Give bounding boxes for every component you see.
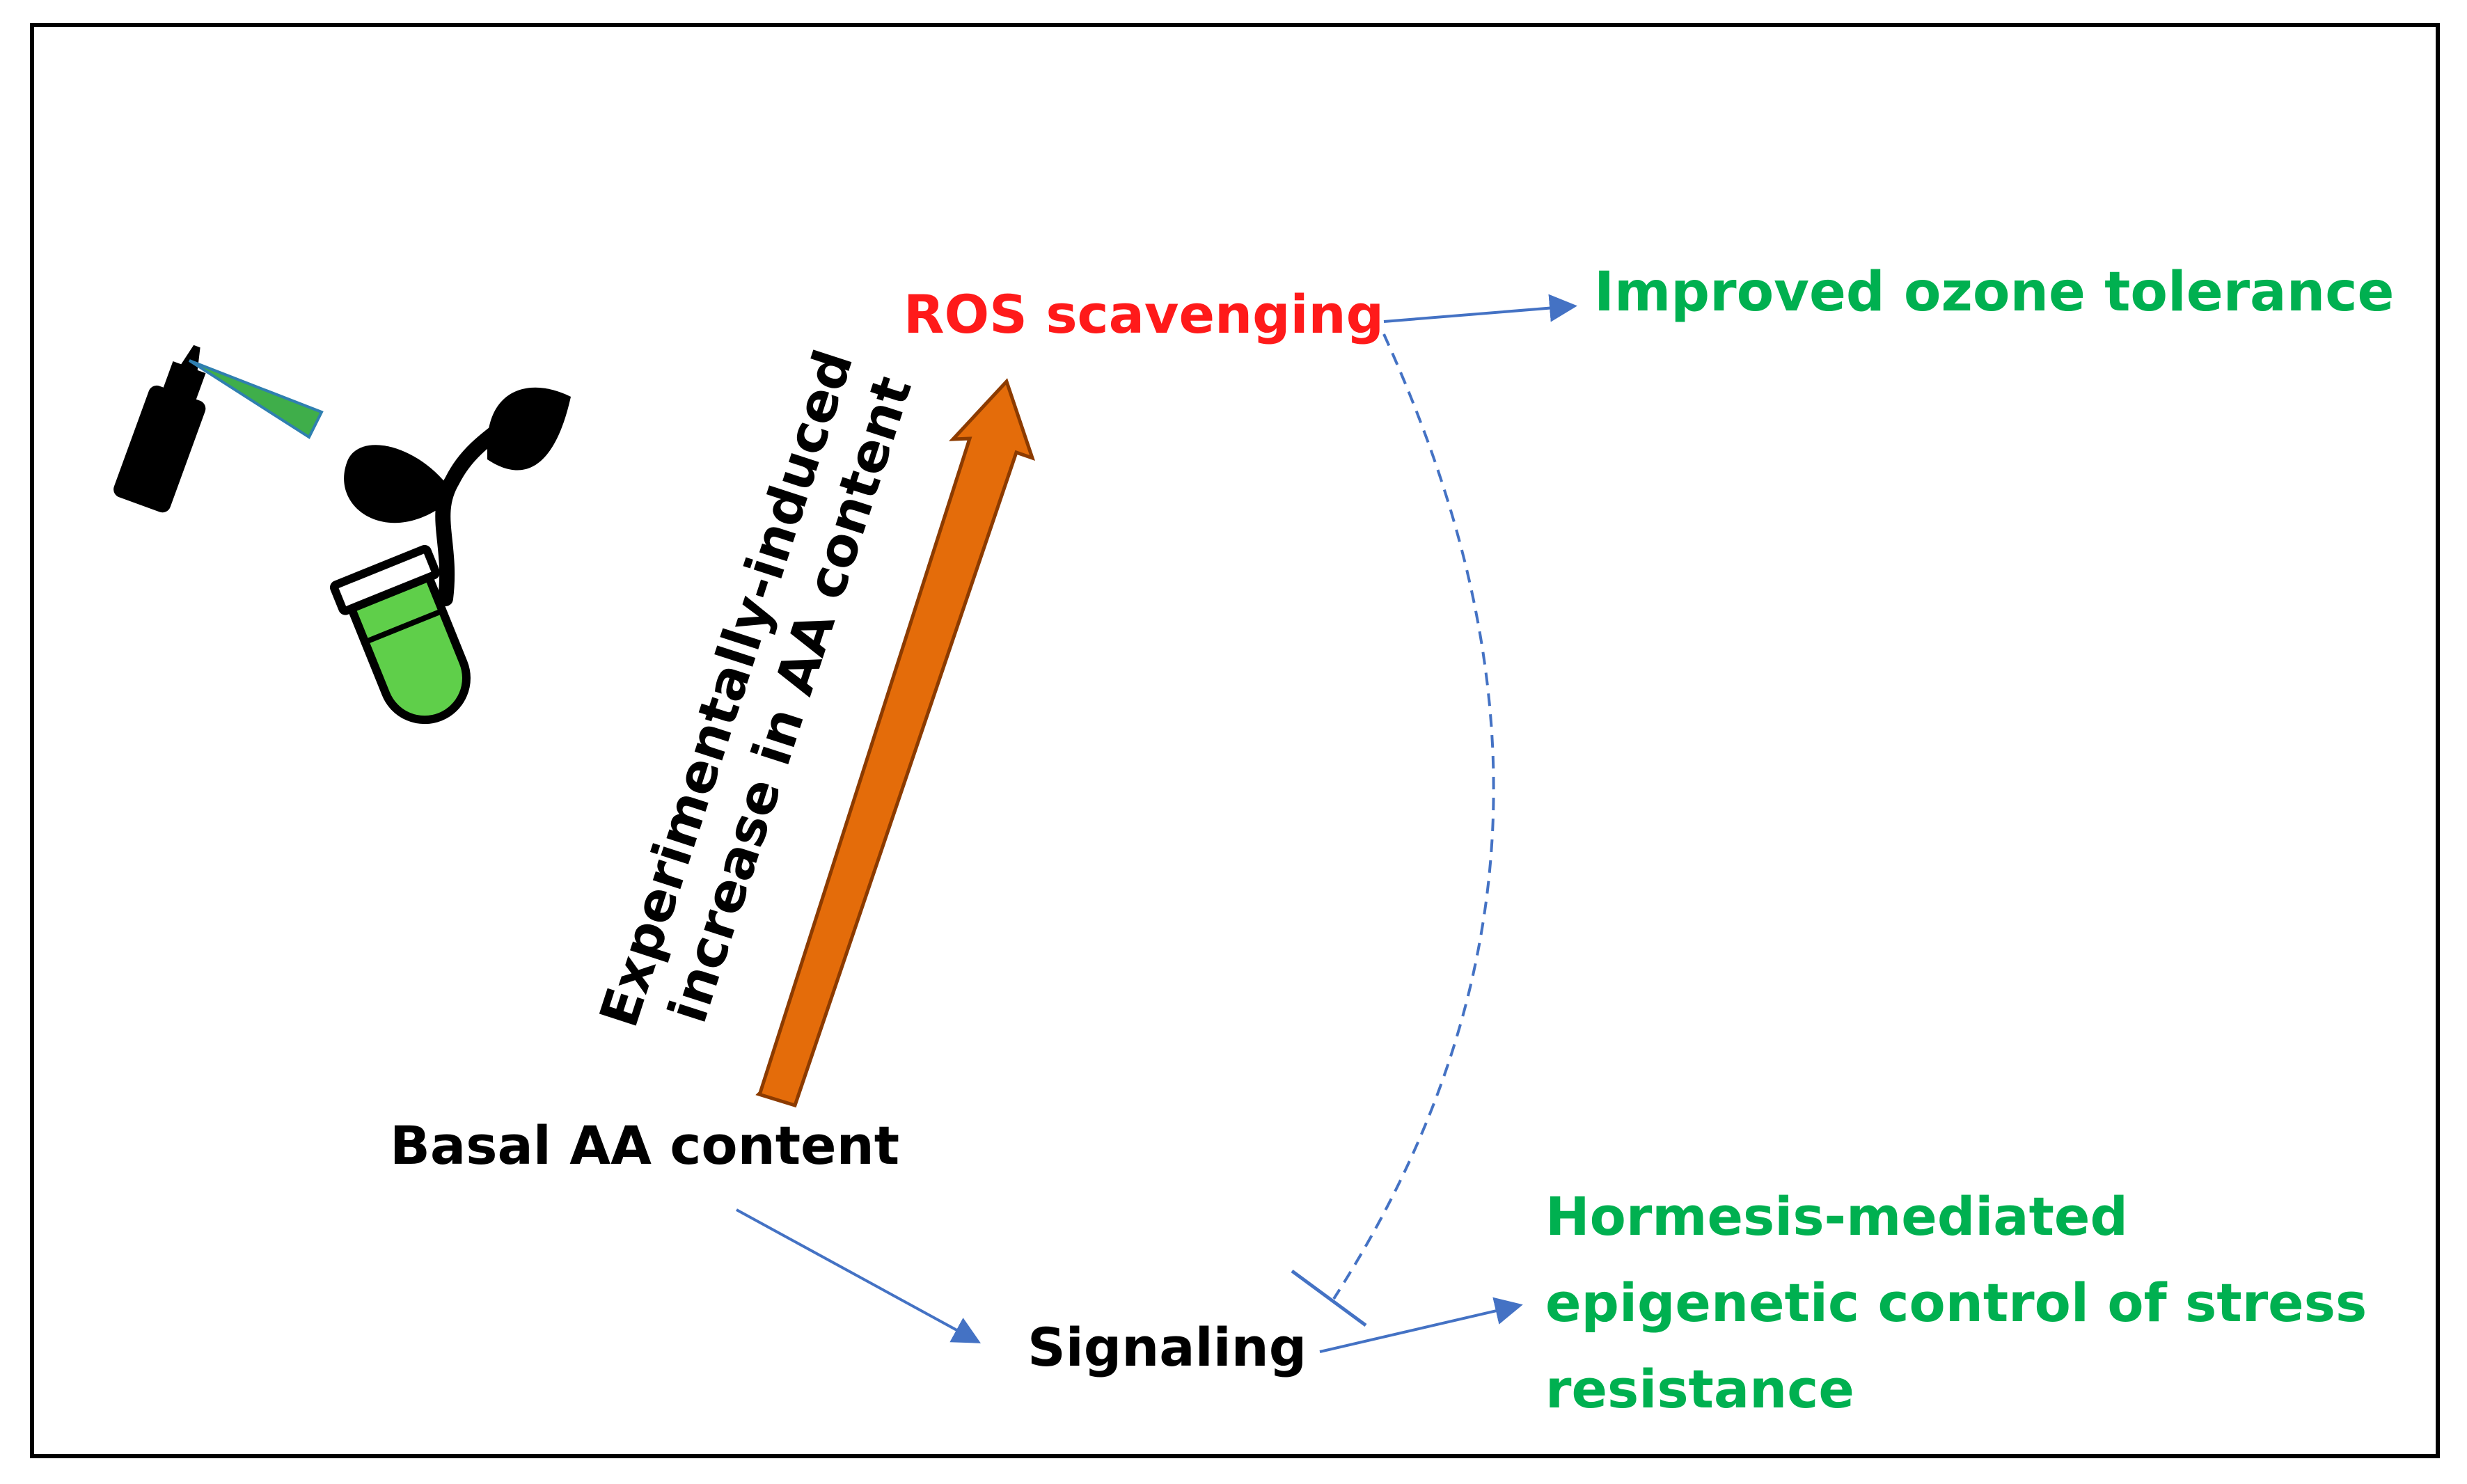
spray-bottle-icon (113, 345, 324, 513)
basal-aa-content-label: Basal AA content (390, 1114, 899, 1176)
signaling-to-hormesis-arrow (1319, 1297, 1523, 1353)
hormesis-label: Hormesis-mediated epigenetic control of … (1545, 1185, 2386, 1420)
hormesis-line2: epigenetic control of stress (1545, 1272, 2367, 1334)
hormesis-line3: resistance (1545, 1358, 1854, 1420)
improved-ozone-tolerance-label: Improved ozone tolerance (1594, 261, 2394, 324)
increase-arrow (755, 378, 1035, 1108)
seedling-icon (329, 387, 571, 725)
ros-scavenging-label: ROS scavenging (904, 283, 1384, 345)
experimentally-induced-label: Experimentally-induced increase in AA co… (588, 325, 931, 1054)
hormesis-line1: Hormesis-mediated (1545, 1185, 2128, 1247)
inhibition-dashed-arc (1332, 333, 1495, 1300)
signaling-label: Signaling (1027, 1316, 1307, 1378)
diagram-frame (30, 23, 2440, 1458)
inhibition-bar (1291, 1269, 1367, 1327)
basal-to-signaling-arrow (736, 1208, 982, 1343)
ros-to-ozone-arrow (1383, 294, 1577, 323)
